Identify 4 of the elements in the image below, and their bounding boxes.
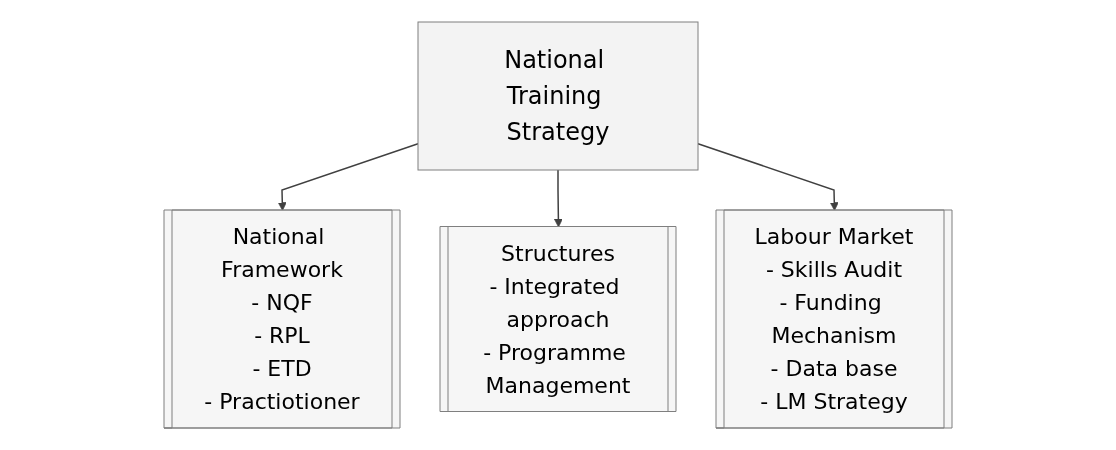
- arrow: [277, 142, 419, 211]
- arrow: [554, 169, 563, 228]
- node-box: National Training Strategy: [417, 21, 699, 171]
- arrow: [697, 142, 839, 211]
